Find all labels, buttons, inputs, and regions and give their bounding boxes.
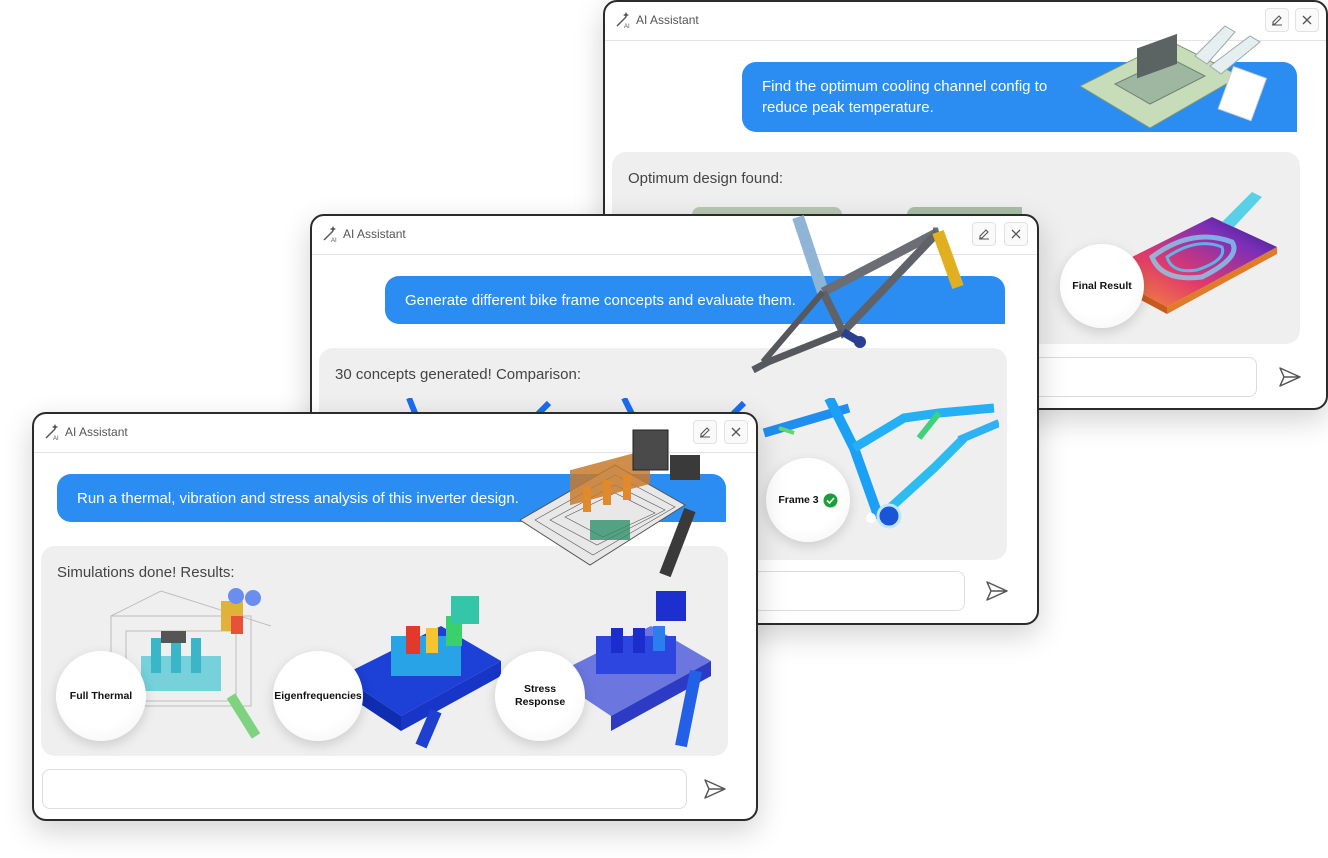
close-button[interactable]	[1295, 8, 1319, 32]
check-circle-icon	[823, 493, 838, 507]
edit-icon	[700, 427, 710, 438]
send-icon[interactable]	[1277, 364, 1303, 390]
chat-input[interactable]	[42, 769, 687, 809]
thermal-sim-image	[110, 588, 271, 739]
edit-button[interactable]	[972, 222, 996, 246]
user-prompt-text: Generate different bike frame concepts a…	[405, 291, 796, 309]
user-prompt-text: Run a thermal, vibration and stress anal…	[77, 489, 519, 507]
edit-button[interactable]	[693, 420, 717, 444]
result-badge: Final Result	[1060, 244, 1144, 328]
assistant-response-text: Optimum design found:	[628, 170, 784, 187]
close-icon	[1302, 15, 1312, 25]
eigenfrequency-sim-image	[341, 596, 501, 749]
close-icon	[731, 427, 741, 437]
panel-title: AI Assistant	[65, 425, 128, 439]
edit-button[interactable]	[1265, 8, 1289, 32]
svg-text:AI: AI	[53, 436, 59, 441]
frame-concepts-image	[406, 398, 747, 418]
panel-titlebar: AI AI Assistant	[605, 2, 1326, 41]
chat-input[interactable]	[752, 571, 965, 611]
badge-label: Stress Response	[515, 683, 566, 708]
svg-text:AI: AI	[624, 24, 630, 29]
assistant-response: Simulations done! Results:	[41, 546, 728, 756]
ai-magic-wand-icon: AI	[45, 424, 59, 441]
user-prompt-bubble: Generate different bike frame concepts a…	[385, 276, 1005, 324]
chat-input[interactable]	[1025, 357, 1257, 397]
user-prompt-text: Find the optimum cooling channel config …	[762, 78, 1048, 116]
ai-magic-wand-icon: AI	[323, 226, 337, 243]
badge-label: Final Result	[1072, 279, 1132, 292]
assistant-response-text: 30 concepts generated! Comparison:	[335, 366, 581, 383]
edit-icon	[1272, 15, 1282, 26]
send-icon[interactable]	[702, 776, 728, 802]
close-button[interactable]	[724, 420, 748, 444]
panel-title: AI Assistant	[343, 227, 406, 241]
cooling-plate-model-image	[1078, 25, 1268, 129]
svg-text:AI: AI	[331, 238, 337, 243]
assistant-response-text: Simulations done! Results:	[57, 564, 235, 581]
result-badge-stress: Stress Response	[495, 651, 585, 741]
close-button[interactable]	[1004, 222, 1028, 246]
result-badge: Frame 3	[766, 458, 850, 542]
close-icon	[1011, 229, 1021, 239]
badge-label: Frame 3	[778, 493, 819, 506]
result-badge-thermal: Full Thermal	[56, 651, 146, 741]
bike-frame-model-image	[751, 215, 964, 374]
inverter-model-image	[519, 429, 700, 578]
badge-label: Eigenfrequencies	[274, 689, 362, 702]
send-icon[interactable]	[984, 578, 1010, 604]
edit-icon	[979, 229, 989, 240]
panel-titlebar: AI AI Assistant	[312, 216, 1037, 255]
result-badge-eigenfrequencies: Eigenfrequencies	[273, 651, 363, 741]
panel-titlebar: AI AI Assistant	[34, 414, 756, 453]
stress-sim-image	[551, 591, 711, 748]
ai-magic-wand-icon: AI	[616, 12, 630, 29]
panel-title: AI Assistant	[636, 13, 699, 27]
frame-stress-result-image	[762, 398, 999, 529]
badge-label: Full Thermal	[69, 689, 133, 702]
